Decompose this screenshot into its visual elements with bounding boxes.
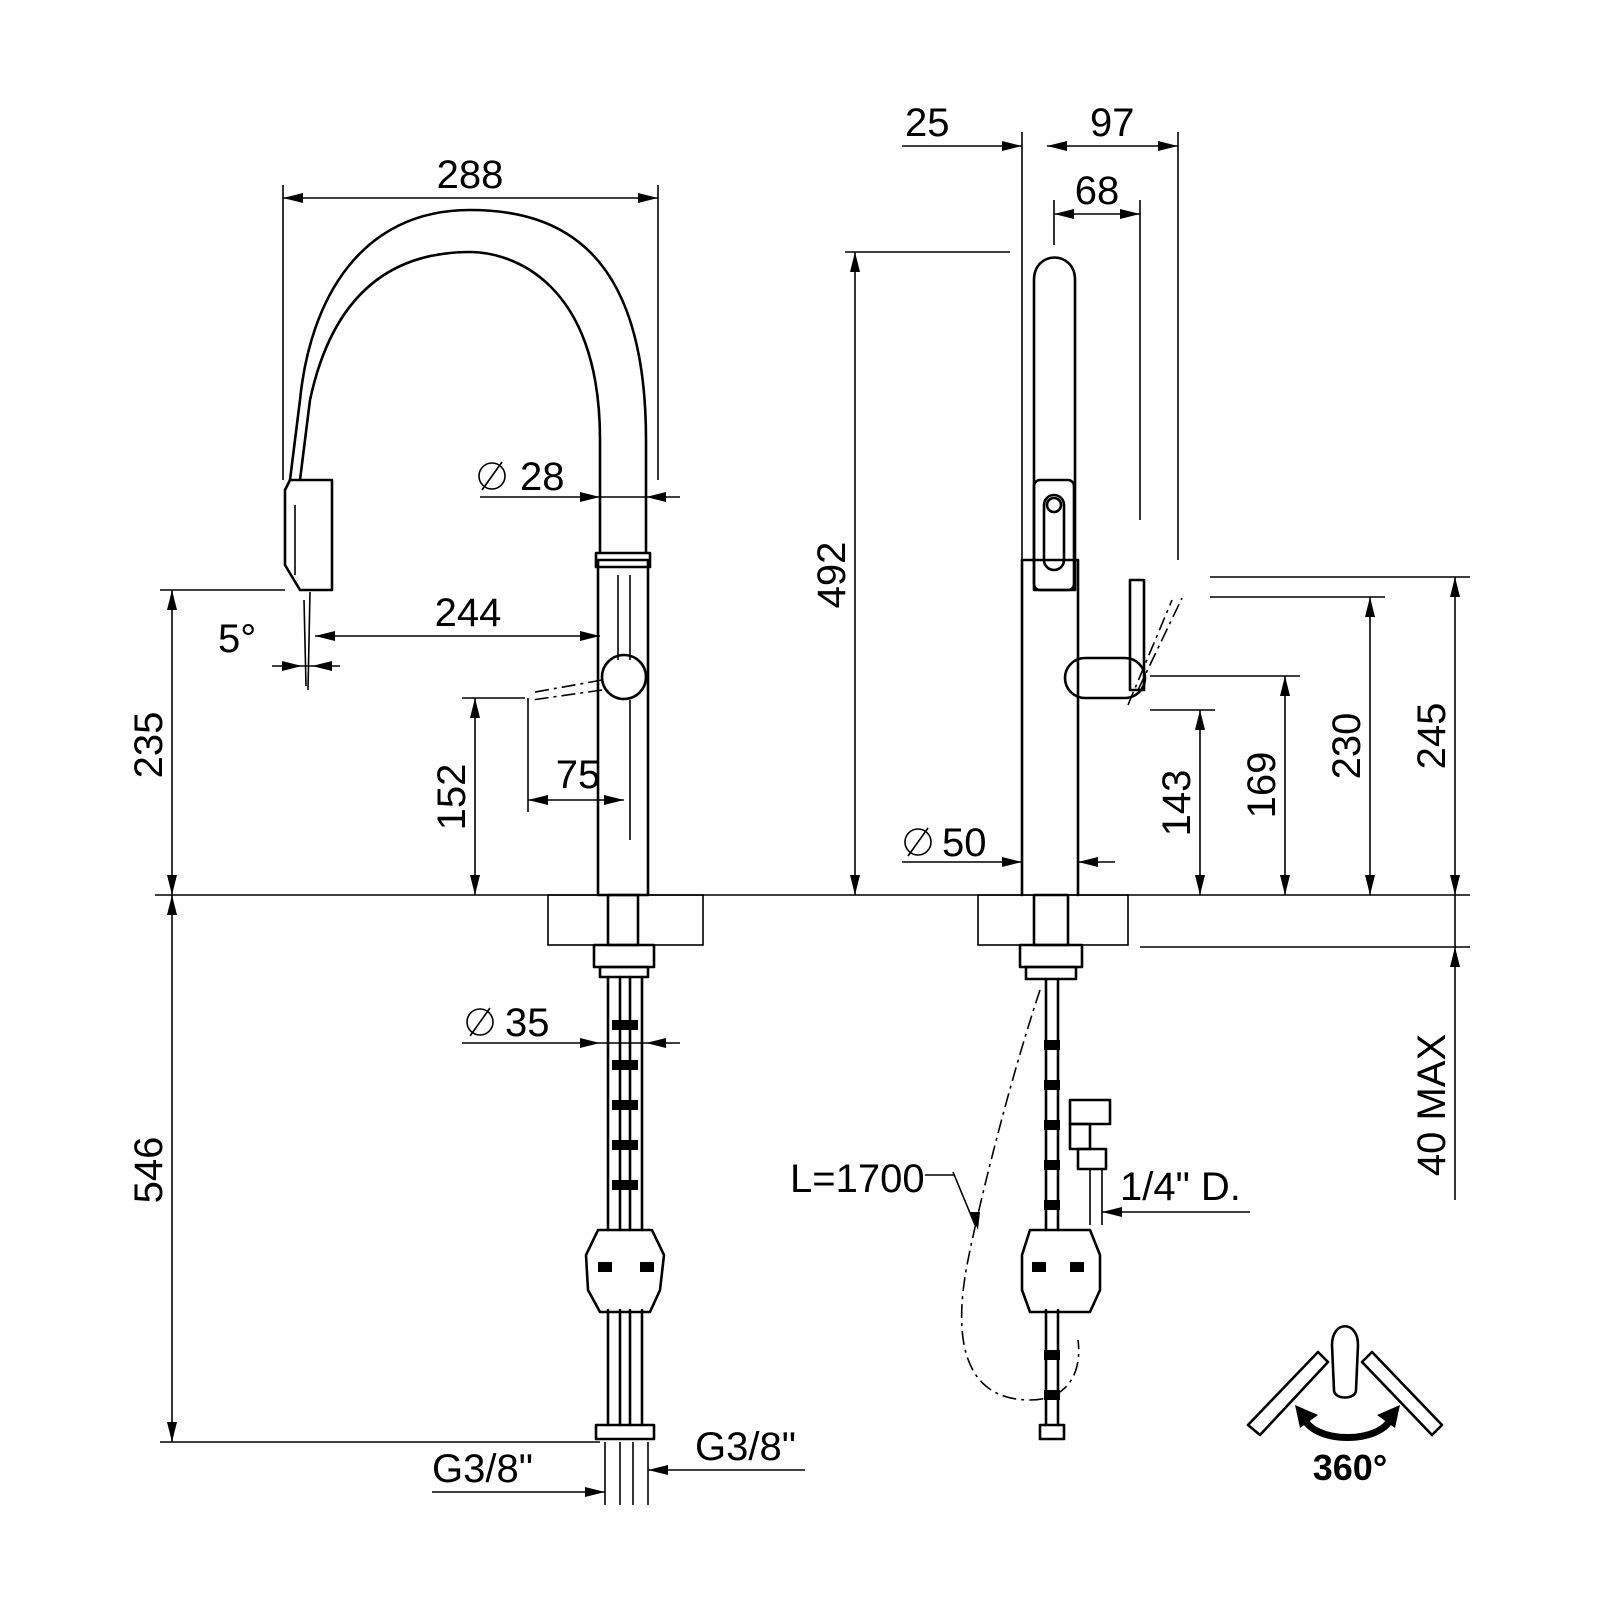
front-view: 288 28 244 5° 235 152 75 — [127, 153, 1470, 1505]
faucet-body-side — [1020, 558, 1080, 897]
rotation-diagram: 360° — [1246, 1325, 1444, 1488]
dim-depth-97: 97 — [1090, 101, 1135, 145]
hose-length-label: L=1700 — [790, 1157, 925, 1201]
dim-body-depth-68: 68 — [1075, 169, 1120, 213]
pullout-hose-path — [960, 989, 1080, 1401]
dim-offset-25: 25 — [905, 101, 950, 145]
hose-weight-front — [584, 1228, 666, 1314]
dim-deck-thickness-max: 40 MAX — [1410, 1034, 1454, 1176]
connector-fittings — [594, 1423, 656, 1441]
rotation-arm-right — [1360, 1350, 1444, 1437]
supply-diameter-label: 1/4" D. — [1120, 1165, 1241, 1209]
lever-open-position — [529, 679, 603, 694]
rotation-arrow-icon — [1299, 1413, 1396, 1441]
mounting-nut-front — [592, 943, 656, 969]
dim-width-288: 288 — [437, 153, 504, 197]
dim-reach-244: 244 — [435, 591, 502, 635]
side-valve — [1068, 1098, 1112, 1126]
spray-head — [283, 478, 334, 592]
dim-total-height-492: 492 — [810, 542, 854, 609]
spout-outer — [298, 250, 602, 554]
rotation-arm-left — [1246, 1350, 1330, 1437]
lever-knob — [600, 653, 648, 701]
dim-lever-offset-75: 75 — [556, 753, 601, 797]
dim-height-230: 230 — [1325, 713, 1369, 780]
dim-height-245: 245 — [1410, 703, 1454, 770]
dim-lever-height-152: 152 — [430, 764, 474, 831]
dim-shank-diameter: 35 — [505, 1001, 550, 1045]
supply-hoses-side — [1044, 977, 1060, 1427]
dim-spout-height-235: 235 — [127, 712, 171, 779]
dim-height-143: 143 — [1155, 770, 1199, 837]
dim-spout-diameter: 28 — [520, 455, 565, 499]
connector-label-right: G3/8" — [695, 1425, 796, 1469]
rotation-spout-top — [1330, 1325, 1360, 1399]
side-view: 25 97 68 492 50 143 169 — [790, 101, 1470, 1441]
dim-angle-5: 5° — [218, 617, 256, 661]
deck-section-side — [977, 894, 1129, 946]
deck-section-front — [547, 894, 704, 946]
dim-base-diameter: 50 — [942, 821, 987, 865]
body-collar — [594, 551, 652, 569]
connector-label-left: G3/8" — [432, 1447, 533, 1491]
dim-hose-length-546: 546 — [127, 1137, 171, 1204]
mounting-nut-side — [1018, 943, 1084, 969]
spray-head-side — [1032, 478, 1076, 592]
spout-side — [1032, 256, 1077, 592]
hose-weight-side — [1020, 1228, 1102, 1314]
rotation-label: 360° — [1313, 1447, 1387, 1488]
supply-hoses-front — [606, 975, 644, 1427]
faucet-body-front — [596, 558, 650, 897]
dim-height-169: 169 — [1240, 752, 1284, 819]
